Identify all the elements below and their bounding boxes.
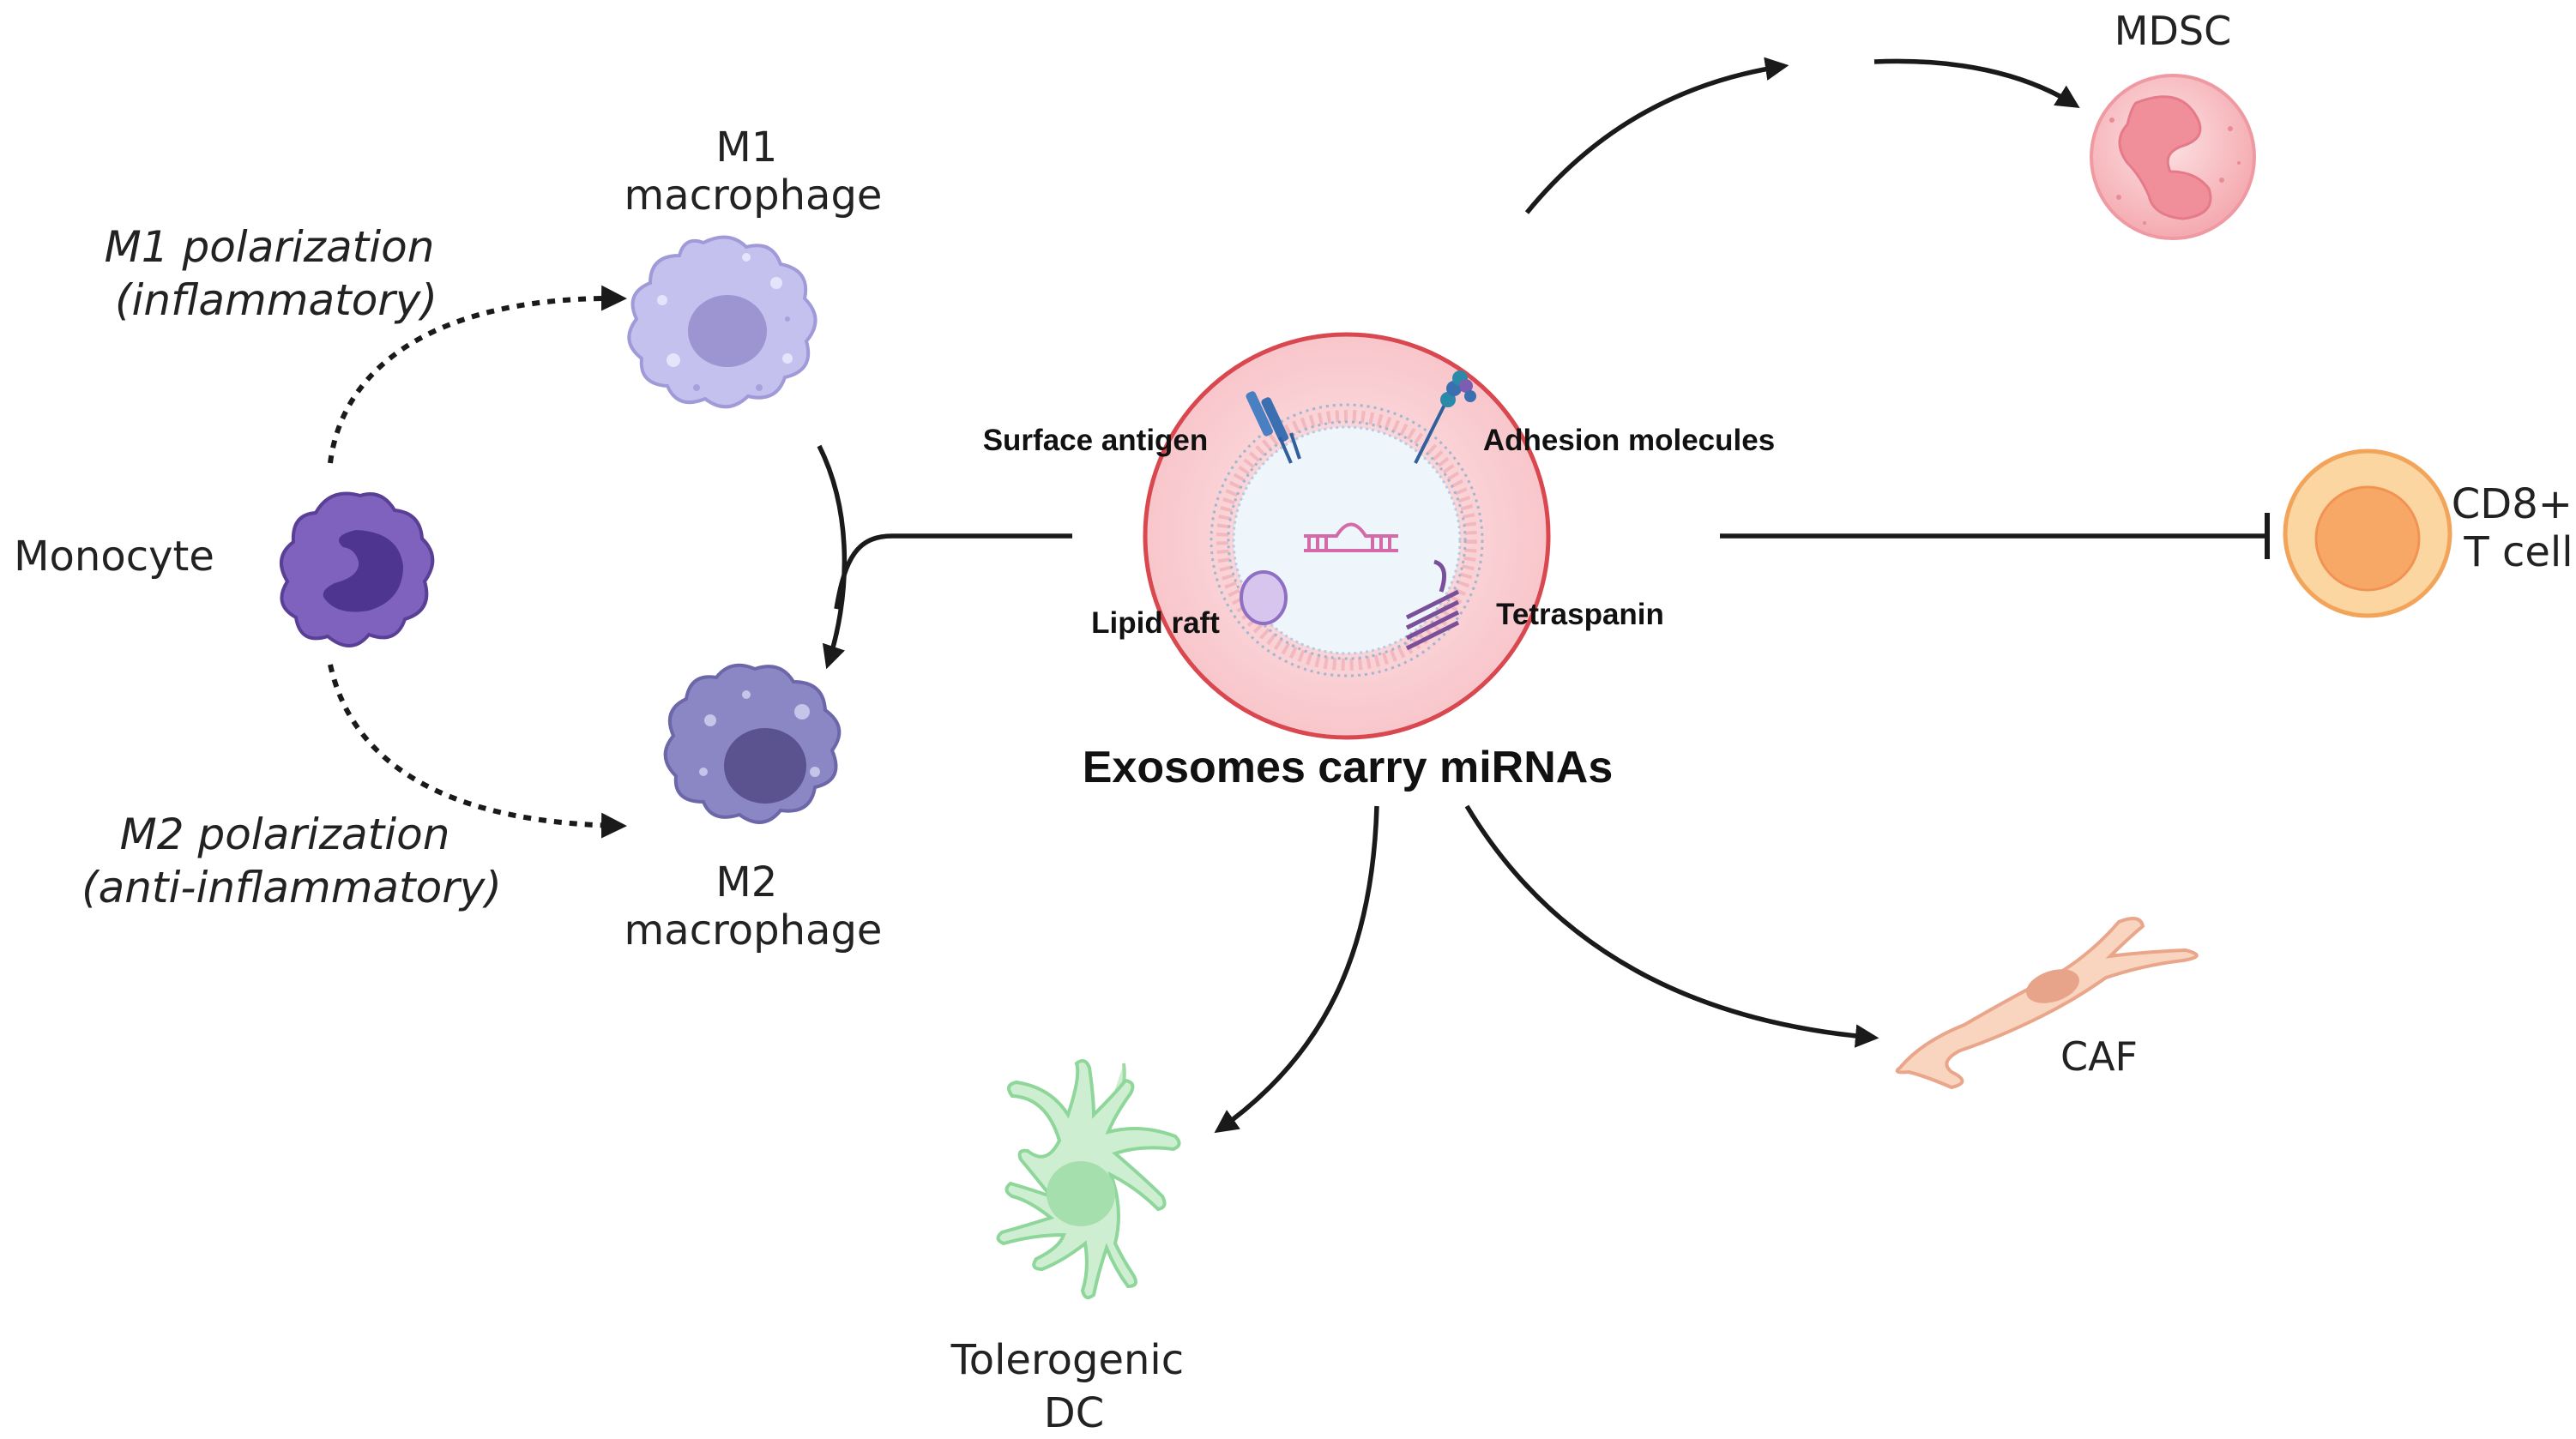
monocyte-label: Monocyte — [14, 533, 214, 581]
m2-macrophage-label: M2 macrophage — [624, 858, 883, 954]
tolerogenic-dc-label: Tolerogenic DC — [950, 1336, 1198, 1437]
m1-polarization-arrow — [328, 285, 627, 464]
m2-polarization-arrow — [328, 664, 627, 839]
caf-label: CAF — [2060, 1033, 2138, 1080]
mdsc-label: MDSC — [2114, 8, 2231, 54]
lipid-raft-icon — [1240, 570, 1288, 625]
caf-cell — [1895, 917, 2199, 1090]
arrows — [328, 57, 2270, 1134]
monocyte-cell — [280, 491, 435, 647]
mdsc-cell — [2090, 74, 2256, 240]
lipid-raft-label: Lipid raft — [1091, 606, 1220, 640]
surface-antigen-icon — [1246, 391, 1301, 464]
tolerogenic-dc-cell — [996, 1058, 1181, 1300]
exosome-to-mdsc-arrow-2 — [1873, 58, 2080, 108]
exosome — [1143, 332, 1551, 740]
adhesion-molecule-icon — [1414, 370, 1476, 464]
cd8-t-cell — [2283, 449, 2452, 618]
exosome-to-m2-arrow — [834, 533, 1072, 610]
mirna-icon — [1304, 522, 1398, 552]
m2-polarization-label: M2 polarization (anti-inflammatory) — [81, 810, 502, 912]
adhesion-molecules-label: Adhesion molecules — [1483, 424, 1775, 457]
labels: M1 macrophage M2 macrophage M1 polarizat… — [14, 8, 2576, 1437]
exosome-to-dc-arrow — [1214, 805, 1379, 1134]
m1-to-m2-arrow — [817, 444, 848, 670]
m2-macrophage-cell — [663, 663, 842, 824]
exosome-caption: Exosomes carry miRNAs — [1083, 743, 1614, 792]
m1-macrophage-cell — [627, 235, 817, 409]
tetraspanin-icon — [1405, 559, 1460, 651]
cd8-label: CD8+ T cell — [2452, 480, 2576, 576]
tetraspanin-label: Tetraspanin — [1496, 598, 1664, 631]
exosome-to-caf-arrow — [1464, 804, 1879, 1048]
m1-macrophage-label: M1 macrophage — [624, 123, 883, 220]
m1-polarization-label: M1 polarization (inflammatory) — [105, 222, 449, 325]
surface-antigen-label: Surface antigen — [983, 424, 1209, 457]
exosome-to-mdsc-arrow-1 — [1524, 57, 1789, 214]
